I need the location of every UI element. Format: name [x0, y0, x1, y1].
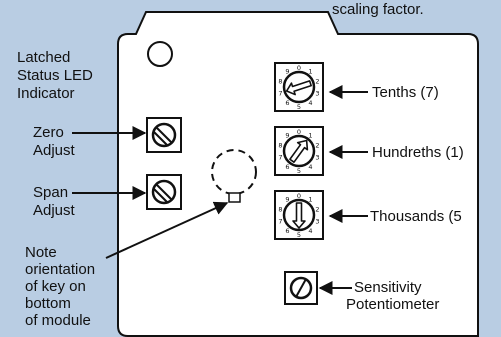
tenths-dial-digit: 1 — [308, 68, 312, 76]
thousands-dial-digit: 6 — [285, 227, 289, 235]
tenths-dial-digit: 0 — [297, 64, 301, 72]
thousands-dial-pointer — [292, 202, 306, 229]
thousands-dial-digit: 9 — [285, 196, 289, 204]
led-label: Latched Status LED Indicator — [17, 49, 97, 102]
hundredths-dial-digit: 2 — [315, 141, 319, 149]
tenths-dial-digit: 9 — [285, 68, 289, 76]
sensitivity-label: Sensitivity Potentiometer — [346, 279, 439, 313]
tenths-dial-digit: 6 — [285, 99, 289, 107]
zero-label: Zero Adjust — [33, 124, 76, 159]
tenths-dial-pointer — [285, 80, 312, 96]
led-label-line-2: Status LED — [17, 67, 93, 84]
note-label-line-4: bottom — [25, 295, 71, 312]
zero-adjust-pot — [146, 117, 182, 153]
hundredths-dial-digit: 4 — [308, 163, 312, 171]
hundredths-dial-digit: 7 — [278, 153, 282, 161]
tenths-dial-digit: 5 — [297, 103, 301, 111]
thousands-dial-digit: 1 — [308, 196, 312, 204]
hundredths-dial-digit: 5 — [297, 167, 301, 175]
thousands-dial-digit: 0 — [297, 192, 301, 200]
note-label-line-1: Note — [25, 244, 57, 261]
thousands-dial-digit: 8 — [278, 205, 282, 213]
hundredths-dial-digit: 3 — [315, 153, 319, 161]
note-leader — [105, 201, 229, 259]
thousands-dial-digit: 3 — [315, 217, 319, 225]
note-label-line-2: orientation — [25, 261, 95, 278]
hundredths-dial-digit: 8 — [278, 141, 282, 149]
tenths-dial-digit: 2 — [315, 77, 319, 85]
thousands-dial-digit: 5 — [297, 231, 301, 239]
thousands-dial-digit: 2 — [315, 205, 319, 213]
hundredths-dial-digit: 1 — [308, 132, 312, 140]
note-label-line-5: of module — [25, 312, 91, 329]
status-led — [147, 41, 173, 67]
hundredths-dial-pointer — [289, 139, 309, 163]
thousands-dial-digit: 7 — [278, 217, 282, 225]
zero-label-line-2: Adjust — [33, 142, 76, 159]
header-caption: scaling factor. — [332, 1, 424, 18]
thousands-label: Thousands (5 — [370, 208, 462, 225]
thousands-dial-digit: 4 — [308, 227, 312, 235]
hundredths-dial-digit: 9 — [285, 132, 289, 140]
note-label-line-3: of key on — [25, 278, 86, 295]
hundredths-dial-digit: 6 — [285, 163, 289, 171]
span-label-line-1: Span — [33, 184, 68, 201]
zero-label-line-1: Zero — [33, 124, 64, 141]
span-adjust-pot — [146, 174, 182, 210]
hundredths-label: Hundreths (1) — [372, 144, 464, 161]
span-label: Span Adjust — [33, 184, 76, 219]
sensitivity-pot — [284, 271, 318, 305]
note-label: Note orientation of key on bottom of mod… — [25, 244, 99, 329]
hundredths-dial-digit: 0 — [297, 128, 301, 136]
led-label-line-1: Latched — [17, 49, 70, 66]
tenths-label: Tenths (7) — [372, 84, 439, 101]
sensitivity-label-line-1: Sensitivity — [354, 279, 422, 296]
tenths-dial-digit: 4 — [308, 99, 312, 107]
span-label-line-2: Adjust — [33, 202, 76, 219]
module-key — [211, 149, 257, 203]
tenths-dial-digit: 7 — [278, 89, 282, 97]
tenths-dial-digit: 3 — [315, 89, 319, 97]
led-label-line-3: Indicator — [17, 85, 75, 102]
sensitivity-label-line-2: Potentiometer — [346, 296, 439, 313]
tenths-dial-digit: 8 — [278, 77, 282, 85]
